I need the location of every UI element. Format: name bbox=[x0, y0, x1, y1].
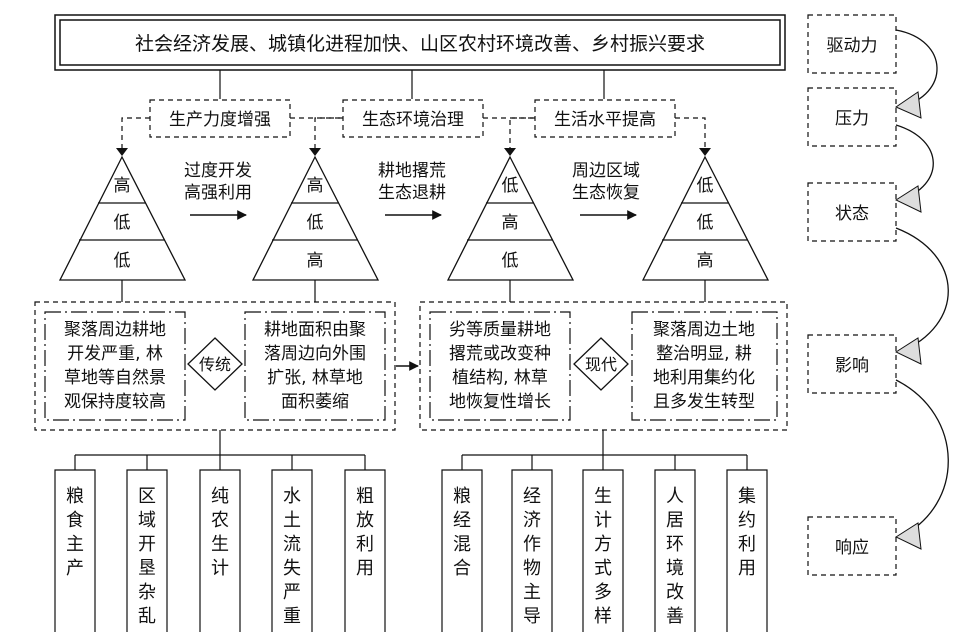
feature-modern-1: 粮经混合 bbox=[453, 486, 471, 579]
svg-text:且多发生转型: 且多发生转型 bbox=[653, 392, 755, 412]
pyramid-1-top: 高 bbox=[114, 176, 131, 196]
svg-text:地利用集约化: 地利用集约化 bbox=[653, 368, 755, 388]
dpsir-driver: 驱动力 bbox=[827, 36, 878, 56]
pyramid-2-mid: 低 bbox=[307, 213, 324, 233]
feature-tree-lines bbox=[74, 430, 748, 470]
title-box-outer bbox=[54, 14, 786, 71]
svg-text:面积萎缩: 面积萎缩 bbox=[281, 392, 349, 412]
pyramid-3-bot: 低 bbox=[502, 251, 519, 271]
transition-3-line-1: 周边区域 bbox=[572, 161, 640, 181]
svg-text:开发严重, 林: 开发严重, 林 bbox=[67, 344, 163, 364]
feature-modern-4: 人居环境改善 bbox=[666, 486, 684, 627]
svg-text:撂荒或改变种: 撂荒或改变种 bbox=[449, 344, 551, 364]
feature-traditional-5: 粗放利用 bbox=[356, 486, 374, 579]
pyramid-2-bot: 高 bbox=[307, 251, 324, 271]
dpsir-curved-arrows bbox=[894, 29, 949, 550]
modern-label: 现代 bbox=[585, 355, 617, 374]
modern-left-box bbox=[429, 311, 571, 421]
svg-text:植结构, 林草: 植结构, 林草 bbox=[452, 368, 548, 388]
dpsir-pressure: 压力 bbox=[835, 109, 869, 129]
svg-text:扩张, 林草地: 扩张, 林草地 bbox=[267, 368, 363, 388]
traditional-diamond bbox=[187, 337, 243, 391]
traditional-label: 传统 bbox=[199, 355, 231, 374]
svg-text:草地等自然景: 草地等自然景 bbox=[64, 368, 166, 388]
svg-text:聚落周边土地: 聚落周边土地 bbox=[653, 320, 755, 340]
pyramid-labels: 高 低 低 高 低 高 低 高 低 低 低 高 bbox=[114, 176, 714, 271]
transition-2-line-1: 耕地撂荒 bbox=[378, 161, 446, 181]
svg-text:耕地面积由聚: 耕地面积由聚 bbox=[264, 320, 366, 340]
title-box-inner bbox=[59, 19, 781, 66]
feature-traditional-4: 水土流失严重 bbox=[283, 486, 301, 627]
svg-text:落周边向外围: 落周边向外围 bbox=[264, 344, 366, 364]
traditional-outer-box bbox=[34, 301, 396, 431]
title-connectors bbox=[219, 70, 605, 99]
feature-columns bbox=[54, 469, 768, 632]
pyramid-3-mid: 高 bbox=[502, 213, 519, 233]
pyramid-4-top: 低 bbox=[697, 176, 714, 196]
pyramid-1-mid: 低 bbox=[114, 213, 131, 233]
svg-text:聚落周边耕地: 聚落周边耕地 bbox=[64, 320, 166, 340]
feature-texts: 粮食主产 区域开垦杂乱 纯农生计 水土流失严重 粗放利用 粮经混合 经济作物主导… bbox=[66, 486, 756, 627]
svg-text:地恢复性增长: 地恢复性增长 bbox=[449, 392, 551, 412]
traditional-right-box bbox=[244, 311, 386, 421]
driver-connectors bbox=[121, 117, 706, 150]
transition-3-line-2: 生态恢复 bbox=[572, 183, 640, 203]
traditional-left-text: 聚落周边耕地 开发严重, 林 草地等自然景 观保持度较高 bbox=[64, 320, 166, 412]
traditional-right-text: 耕地面积由聚 落周边向外围 扩张, 林草地 面积萎缩 bbox=[264, 320, 366, 412]
feature-modern-2: 经济作物主导 bbox=[523, 486, 541, 627]
apex-arrows bbox=[116, 148, 711, 156]
driver-3: 生活水平提高 bbox=[554, 110, 656, 130]
transition-2-line-2: 生态退耕 bbox=[378, 183, 446, 203]
traditional-left-box bbox=[44, 311, 186, 421]
feature-modern-5: 集约利用 bbox=[738, 486, 756, 579]
feature-traditional-2: 区域开垦杂乱 bbox=[138, 486, 156, 627]
modern-right-text: 聚落周边土地 整治明显, 耕 地利用集约化 且多发生转型 bbox=[653, 320, 755, 412]
pyramid-2-top: 高 bbox=[307, 176, 324, 196]
modern-right-box bbox=[631, 311, 778, 421]
pyramid-3-top: 低 bbox=[502, 176, 519, 196]
pyramid-1-bot: 低 bbox=[114, 251, 131, 271]
driver-1: 生产力度增强 bbox=[169, 110, 271, 130]
dpsir-response: 响应 bbox=[835, 538, 869, 558]
transition-1-line-1: 过度开发 bbox=[184, 161, 252, 181]
svg-text:整治明显, 耕: 整治明显, 耕 bbox=[656, 344, 752, 364]
feature-traditional-1: 粮食主产 bbox=[66, 486, 84, 579]
svg-text:劣等质量耕地: 劣等质量耕地 bbox=[449, 320, 551, 340]
driver-2: 生态环境治理 bbox=[362, 110, 464, 130]
dpsir-impact: 影响 bbox=[835, 356, 869, 376]
pyramid-stems bbox=[121, 280, 706, 302]
pyramid-4-bot: 高 bbox=[697, 251, 714, 271]
dpsir-boxes bbox=[807, 14, 897, 576]
title-text: 社会经济发展、城镇化进程加快、山区农村环境改善、乡村振兴要求 bbox=[135, 33, 705, 55]
transition-1-line-2: 高强利用 bbox=[184, 183, 252, 203]
modern-diamond bbox=[573, 337, 629, 391]
feature-modern-3: 生计方式多样 bbox=[594, 486, 612, 627]
dpsir-state: 状态 bbox=[835, 204, 869, 224]
modern-left-text: 劣等质量耕地 撂荒或改变种 植结构, 林草 地恢复性增长 bbox=[449, 320, 551, 412]
feature-traditional-3: 纯农生计 bbox=[211, 486, 229, 579]
pyramid-4-mid: 低 bbox=[697, 213, 714, 233]
svg-text:观保持度较高: 观保持度较高 bbox=[64, 392, 166, 412]
